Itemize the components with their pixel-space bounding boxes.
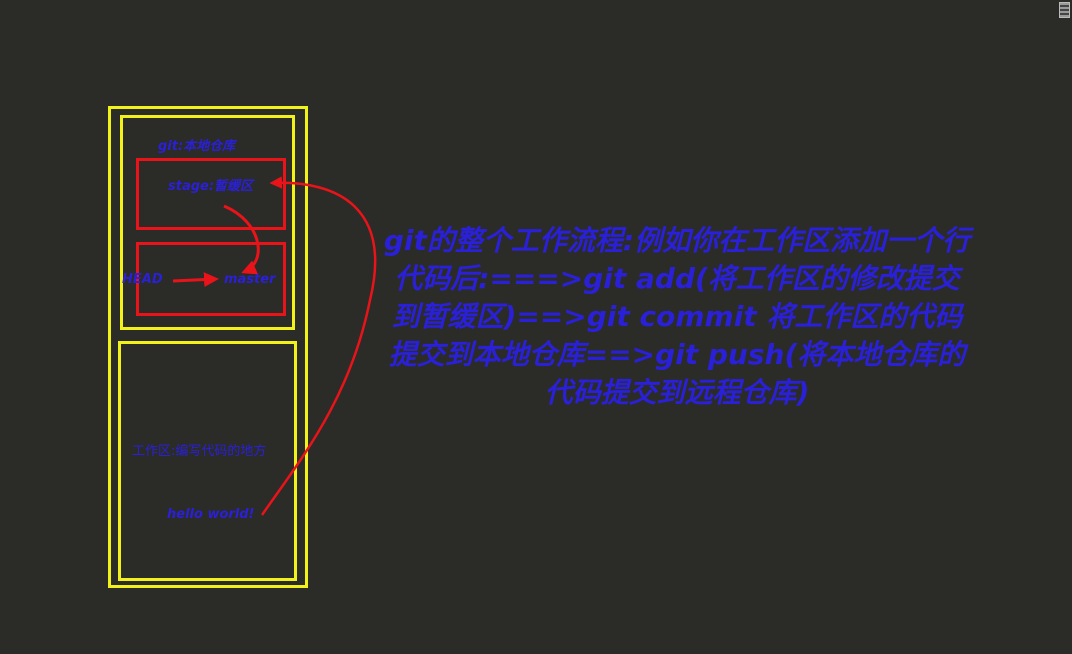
stage-label: stage:暂缓区	[168, 179, 254, 194]
outer-frame	[108, 106, 308, 588]
workspace-frame	[118, 341, 297, 581]
stage-to-master-arrow	[223, 204, 260, 275]
stage-box	[136, 158, 286, 230]
qr-code-icon	[1059, 2, 1070, 18]
hello-world-label: hello world!	[167, 507, 255, 522]
head-label: HEAD	[122, 272, 163, 287]
local-repo-label: git:本地仓库	[158, 139, 236, 154]
workspace-to-stage-arrow	[260, 176, 377, 516]
local-repo-frame	[120, 115, 295, 330]
workspace-label: 工作区:编写代码的地方	[132, 444, 267, 459]
head-to-master-arrow	[172, 272, 219, 288]
master-label: master	[224, 272, 276, 287]
master-box	[136, 242, 286, 316]
workflow-description: git的整个工作流程:例如你在工作区添加一个行代码后:===>git add(将…	[383, 224, 971, 409]
